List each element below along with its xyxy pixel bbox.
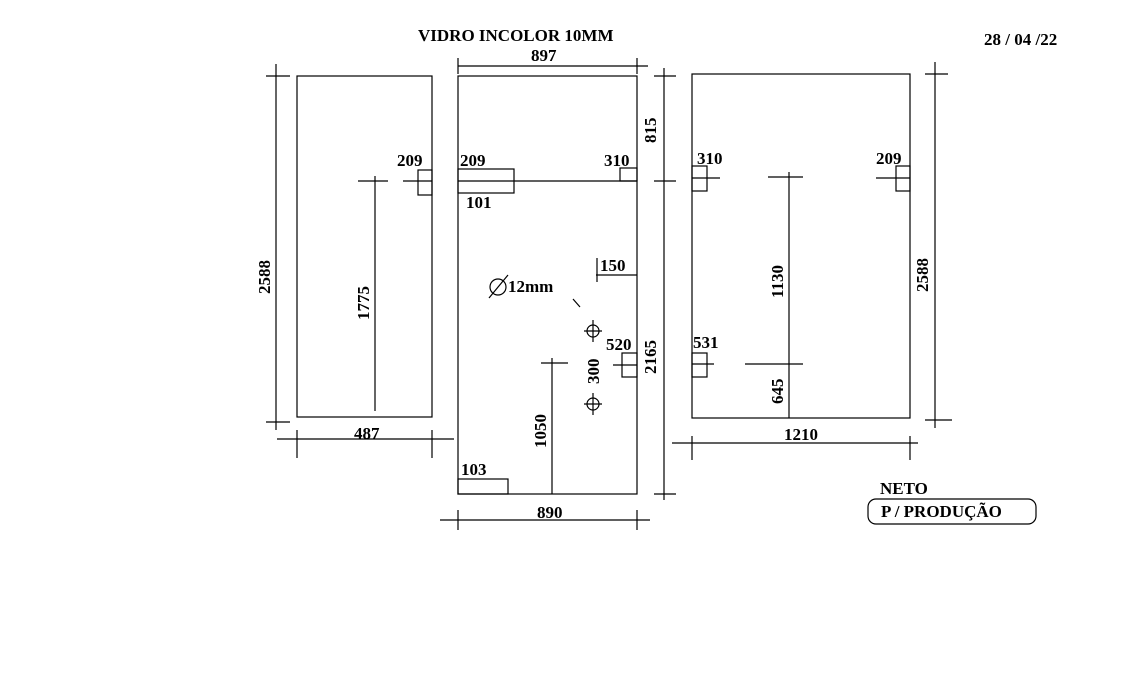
production-stamp-frame — [867, 498, 1037, 525]
panel-center-notch-offset-label: 150 — [600, 256, 626, 275]
panel-center-bottom-width-label: 890 — [537, 503, 563, 522]
panel-right-hinge-low-label: 645 — [768, 379, 787, 405]
panel-center-cutout-left-depth-label: 101 — [466, 193, 492, 212]
panel-center-side-cutout-label: 520 — [606, 335, 632, 354]
panel-center-cutout-right — [619, 167, 638, 182]
panel-center-top-offset-label: 815 — [641, 118, 660, 144]
drawing-date: 28 / 04 /22 — [984, 30, 1057, 49]
panel-left-hinge-height-label: 1775 — [354, 286, 373, 320]
panel-center-bottom-notch-label: 103 — [461, 460, 487, 479]
panel-center-hole-diameter-label: 12mm — [508, 277, 553, 296]
panel-right: 1210 2588 1130 645 310 209 531 — [672, 62, 952, 460]
author-label: NETO — [880, 479, 928, 498]
panel-right-cutout-right-top-label: 209 — [876, 149, 902, 168]
panel-center-cutout-left — [457, 168, 515, 194]
panel-left-width-label: 487 — [354, 424, 380, 443]
panel-center-hole-spacing-label: 300 — [584, 359, 603, 385]
panel-right-cutout-left-low — [691, 352, 708, 378]
panel-left-cutout — [417, 169, 433, 196]
panel-center-outline — [457, 75, 638, 495]
panel-right-outline — [691, 73, 911, 419]
panel-left-height-label: 2588 — [255, 260, 274, 294]
panel-center-cutout-left-label: 209 — [460, 151, 486, 170]
panel-center-hole-height-label: 1050 — [531, 414, 550, 448]
panel-right-width-label: 1210 — [784, 425, 818, 444]
panel-left-outline — [296, 75, 433, 418]
panel-center: 897 890 815 2165 209 101 310 150 12mm — [440, 46, 676, 530]
diameter-icon — [489, 278, 507, 296]
panel-right-hinge-span-label: 1130 — [768, 265, 787, 298]
panel-left: 2588 487 1775 209 — [255, 64, 454, 458]
panel-center-right-height-label: 2165 — [641, 340, 660, 374]
panel-right-cutout-left-top-label: 310 — [697, 149, 723, 168]
production-stamp-label: P / PRODUÇÃO — [881, 502, 1002, 521]
panel-center-top-width-label: 897 — [531, 46, 557, 65]
panel-center-cutout-right-label: 310 — [604, 151, 630, 170]
panel-left-cutout-label: 209 — [397, 151, 423, 170]
panel-right-height-label: 2588 — [913, 258, 932, 292]
panel-right-cutout-left-low-label: 531 — [693, 333, 719, 352]
drawing-title: VIDRO INCOLOR 10MM — [418, 26, 614, 45]
panel-center-bottom-notch — [457, 478, 509, 495]
